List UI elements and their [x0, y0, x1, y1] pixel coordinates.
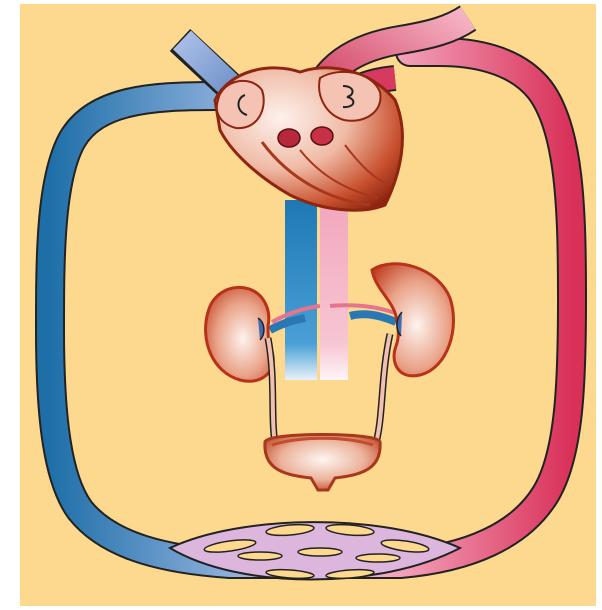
abdominal-vessels [285, 200, 348, 380]
right-atrium [217, 81, 264, 128]
